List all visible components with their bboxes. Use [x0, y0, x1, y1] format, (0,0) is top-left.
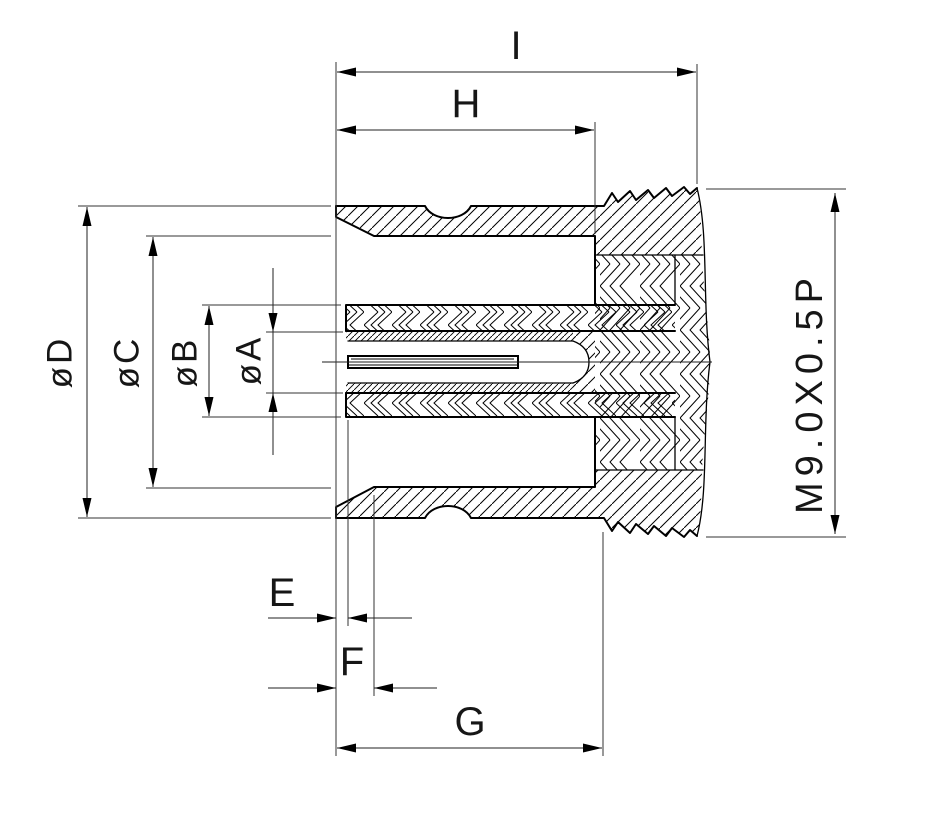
outer-shell-bottom-wall [336, 487, 595, 518]
thread-spec-label: M9.0X0.5P [789, 272, 831, 514]
extension-lines [78, 62, 846, 756]
body-thread-top-region [595, 187, 702, 255]
dim-label-a: øA [229, 334, 269, 386]
insulator-upper-edge [345, 304, 676, 332]
dim-label-e: E [268, 571, 296, 615]
dimension-arrows [82, 67, 840, 753]
body-thread-bottom-region [595, 470, 702, 537]
dim-label-i: I [510, 24, 522, 68]
top-outer-edge [335, 205, 596, 219]
dim-label-b: øB [165, 336, 205, 388]
dim-label-d: øD [40, 335, 80, 389]
dim-label-c: øC [107, 335, 147, 389]
thread-crests-bottom [594, 517, 698, 538]
contact-strip-upper [346, 331, 573, 341]
dim-label-f: F [339, 640, 365, 684]
insulator-band-lower [346, 393, 675, 417]
thread-crests-top [594, 186, 698, 207]
contact-strip-lower [346, 383, 573, 393]
dim-label-h: H [451, 82, 481, 126]
cavity-end-solid [573, 331, 595, 393]
insulator-lower-edge [345, 392, 676, 418]
dimension-lines [86, 71, 836, 749]
section-outlines [335, 186, 698, 538]
insulator-band-upper [346, 305, 675, 331]
bottom-outer-edge [335, 505, 596, 519]
outer-shell-top-wall [336, 206, 595, 236]
dim-label-g: G [454, 700, 486, 744]
